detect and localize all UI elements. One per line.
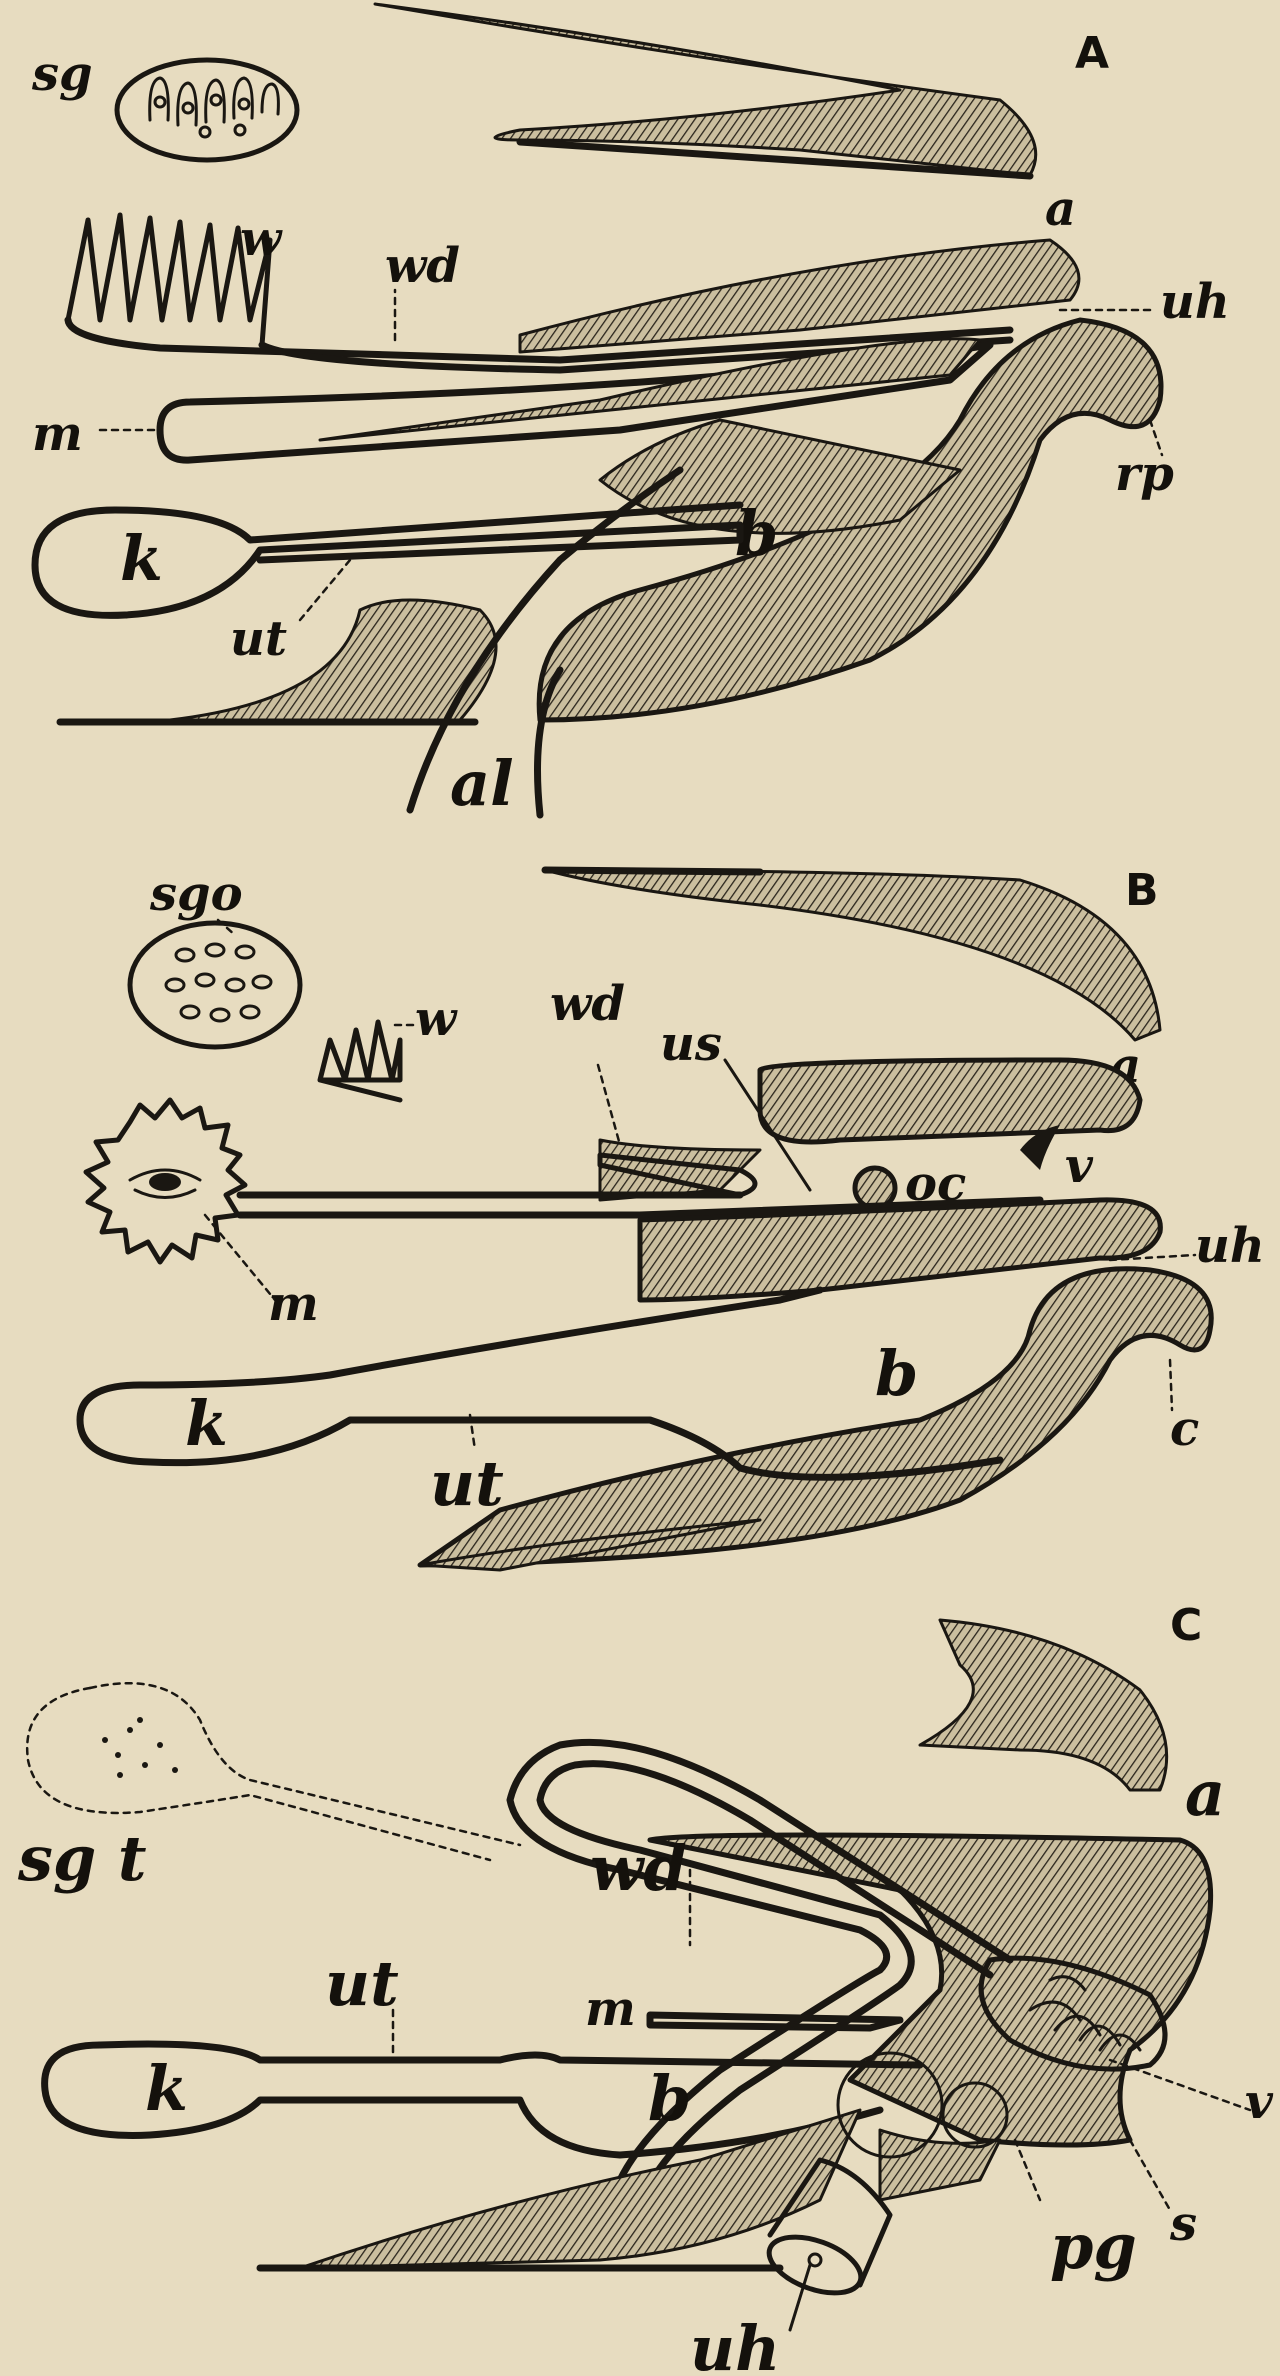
panel-b-label-c: c (1170, 1401, 1199, 1457)
panel-b-uh-shelf (637, 1197, 1163, 1303)
panel-c-letter: C (1170, 1600, 1202, 1651)
panel-c-label-ut: ut (325, 1947, 399, 2020)
panel-a-k-kidney (31, 506, 744, 619)
panel-c-label-s: s (1169, 2196, 1197, 2252)
panel-b-label-us: us (660, 1016, 722, 1072)
panel-c-label-m: m (585, 1981, 636, 2037)
panel-b-label-uh: uh (1195, 1218, 1265, 1274)
panel-a-label-a: a (1045, 181, 1076, 237)
panel-c-label-v: v (1245, 2074, 1274, 2130)
panel-b-k-kidney (76, 1381, 1004, 1481)
panel-a-label-sg: sg (31, 46, 93, 102)
panel-a-label-w: w (240, 211, 283, 267)
panel-a-sg-section (114, 57, 300, 163)
panel-b-m-gear (83, 1097, 248, 1265)
panel-b-label-v: v (1065, 1138, 1094, 1194)
panel-b-letter: B (1125, 865, 1159, 916)
panel-b-v (1020, 1125, 1060, 1232)
panel-c-upper-body (647, 1832, 1214, 2148)
panel-b-label-ut: ut (430, 1447, 504, 1520)
panel-b-label-k: k (185, 1387, 228, 1460)
panel-a-letter: A (1075, 28, 1109, 79)
panel-c-sgt-dashed (25, 1686, 492, 1862)
panel-c-pg-gland (836, 2051, 944, 2159)
panel-b-label-b: b (875, 1337, 918, 1410)
panel-b-label-sgo: sgo (149, 866, 243, 922)
panel-c-label-uh: uh (690, 2312, 780, 2376)
panel-c-label-pg: pg (1050, 2210, 1137, 2283)
panel-a-label-k: k (120, 522, 163, 595)
panel-b-b-body (417, 1266, 1214, 1568)
panel-b-label-m: m (268, 1276, 319, 1332)
panel-b-structure-a (543, 868, 1162, 1042)
panel-a-label-wd: wd (385, 238, 460, 294)
panel-c-label-wd: wd (590, 1832, 687, 1905)
panel-a-label-rp: rp (1115, 446, 1174, 502)
panel-c-m-duct (646, 2011, 904, 2032)
panel-b-sgo-section (127, 920, 303, 1050)
panel-a-structure-a (373, 2, 1038, 177)
panel-b-w-comb (317, 1019, 403, 1103)
panel-a: A sg a w wd (31, 2, 1230, 820)
panel-c-structure-a (918, 1618, 1169, 1792)
panel-a-label-uh: uh (1160, 274, 1230, 330)
panel-c-label-a: a (1185, 1757, 1225, 1830)
panel-a-label-ut: ut (230, 611, 287, 667)
panel-c-label-b: b (648, 2062, 691, 2135)
panel-b-label-wd: wd (550, 976, 625, 1032)
panel-b-oc (852, 1165, 898, 1211)
panel-c-label-k: k (145, 2052, 188, 2125)
panel-c-lower-body (298, 2108, 862, 2270)
panel-b: B sgo w a wd us oc (76, 865, 1265, 1572)
panel-c-k-kidney (41, 2041, 884, 2159)
panel-b-upper-shelf (757, 1057, 1143, 1145)
panel-c-label-sgt: sg t (17, 1822, 147, 1895)
panel-b-label-w: w (415, 991, 458, 1047)
panel-a-label-m: m (32, 406, 83, 462)
panel-c: C a sg t v wd m k (17, 1600, 1274, 2376)
panel-c-uh-cylinder (767, 2157, 893, 2288)
panel-a-label-al: al (450, 747, 514, 820)
panel-a-lower-base (168, 598, 498, 722)
panel-a-wd-shelf (518, 238, 1081, 354)
panel-a-w-comb (65, 212, 273, 348)
